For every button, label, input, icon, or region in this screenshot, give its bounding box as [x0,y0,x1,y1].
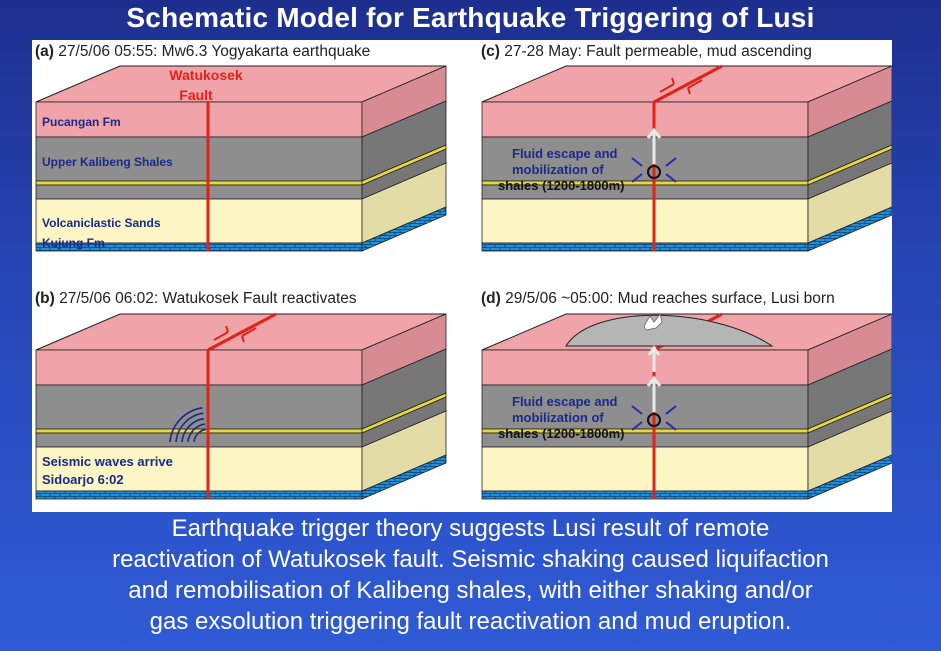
slip-arrow-icon [213,325,229,341]
shales-depth-label: shales (1200-1800m) [498,426,624,441]
caption-line: reactivation of Watukosek fault. Seismic… [112,546,829,573]
fault-surface-trace [653,64,723,104]
fault-surface-trace [207,312,277,352]
seismic-wave-icon [175,412,204,443]
shales-depth-label: shales (1200-1800m) [498,178,624,193]
eruption-plume-icon [643,313,663,331]
seismic-wave-icon [181,417,205,443]
pucangan-layer [35,349,363,386]
volcaniclastic-label: Volcaniclastic Sands [42,216,161,230]
panel-a-label: (a) 27/5/06 05:55: Mw6.3 Yogyakarta eart… [35,43,370,61]
slip-arrow-icon [687,79,703,95]
volcaniclastic-layer [35,446,363,492]
pucangan-layer [35,101,363,138]
seismic-wave-icon [169,407,203,443]
panel-b-label: (b) 27/5/06 06:02: Watukosek Fault react… [35,290,357,308]
fluid-escape-label: Fluid escape and [512,394,618,409]
seismic-wave-icon [193,428,207,443]
panel-c-text: 27-28 May: Fault permeable, mud ascendin… [504,43,812,60]
seismic-waves-label: Seismic waves arrive [42,454,173,469]
panel-c-id: (c) [481,43,500,60]
seismic-time-label: Sidoarjo 6:02 [42,472,124,487]
kalibeng-layer [481,384,809,430]
caption-line: Earthquake trigger theory suggests Lusi … [171,515,770,542]
fault-name: Fault [179,87,213,103]
panel-d-label: (d) 29/5/06 ~05:00: Mud reaches surface,… [481,290,835,308]
kujung-layer-side [361,454,447,500]
kalibeng-layer [481,136,809,182]
caption: Earthquake trigger theory suggests Lusi … [0,513,941,637]
kujung-layer-side [361,206,447,252]
inflow-arrow-icon [665,421,677,431]
kalibeng-layer [35,384,363,430]
lusi-mud-mound [565,314,774,347]
inflow-arrow-icon [631,421,643,431]
seismic-wave-icon [187,423,206,443]
slip-arrow-icon [241,327,257,343]
lower-shale-layer [35,184,363,200]
lower-shale-layer [35,432,363,448]
pucangan-label: Pucangan Fm [42,115,121,129]
pucangan-layer [481,349,809,386]
ascending-arrow-icon [646,127,662,164]
inflow-arrow-icon [665,173,677,183]
ascending-arrow-icon [647,345,661,372]
slip-arrow-icon [659,77,675,93]
ascending-arrow-icon [646,375,662,412]
panel-c-label: (c) 27-28 May: Fault permeable, mud asce… [481,43,812,61]
pucangan-layer [481,101,809,138]
kujung-label: Kujung Fm [42,236,105,250]
inflow-arrow-icon [631,173,643,183]
panel-b-text: 27/5/06 06:02: Watukosek Fault reactivat… [59,290,357,307]
fluid-escape-label: Fluid escape and [512,146,618,161]
kalibeng-label: Upper Kalibeng Shales [42,155,173,169]
mobilization-swirl-icon [647,413,661,427]
mobilization-label: mobilization of [512,410,604,425]
fault-name: Watukosek [169,67,243,83]
inflow-arrow-icon [665,405,677,415]
inflow-arrow-icon [665,157,677,167]
volcaniclastic-layer [481,198,809,244]
kujung-layer [481,490,809,500]
panel-a-text: 27/5/06 05:55: Mw6.3 Yogyakarta earthqua… [58,43,371,60]
panel-d-text: 29/5/06 ~05:00: Mud reaches surface, Lus… [505,290,835,307]
inflow-arrow-icon [631,157,643,167]
yellow-band [35,180,363,186]
panel-b-id: (b) [35,290,55,307]
mobilization-label: mobilization of [512,162,604,177]
caption-line: and remobilisation of Kalibeng shales, w… [128,577,813,604]
panel-a-id: (a) [35,43,54,60]
kujung-layer [481,242,809,252]
inflow-arrow-icon [631,405,643,415]
volcaniclastic-layer [481,446,809,492]
slide-title: Schematic Model for Earthquake Triggerin… [126,2,815,33]
kujung-layer [35,490,363,500]
mobilization-swirl-icon [647,165,661,179]
panel-d-id: (d) [481,290,501,307]
caption-line: gas exsolution triggering fault reactiva… [149,608,792,635]
